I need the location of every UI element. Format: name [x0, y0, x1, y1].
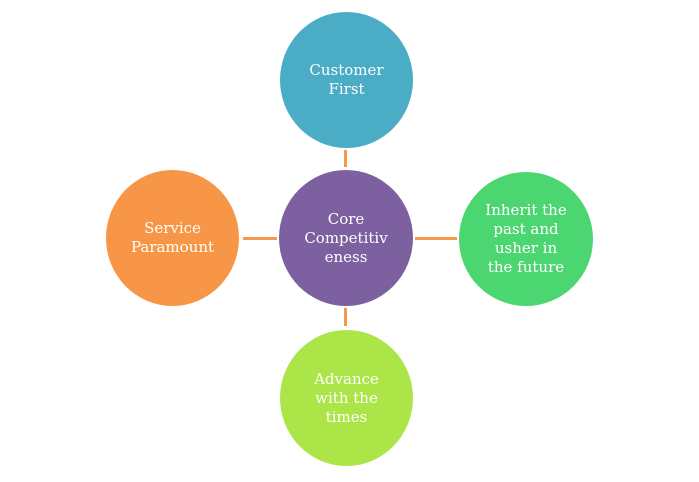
connector-left: [243, 237, 277, 240]
node-label-line: Service: [144, 219, 201, 237]
node-label-line: usher in: [494, 239, 558, 257]
node-label-line: Customer: [309, 61, 384, 79]
node-inherit-the-past: Inherit the past and usher in the future: [459, 172, 593, 306]
node-label-line: with the: [315, 388, 378, 407]
node-label-line: Inherit the: [485, 201, 567, 219]
connector-right: [415, 237, 457, 240]
node-label-line: Paramount: [130, 238, 215, 256]
connector-top: [344, 150, 347, 167]
node-label-line: Competitiv: [304, 228, 388, 247]
node-customer-first: Customer First: [280, 12, 413, 148]
node-label-line: past and: [493, 220, 559, 238]
node-label-line: times: [325, 407, 368, 426]
node-label-line: eness: [324, 247, 368, 266]
node-label-line: Advance: [314, 369, 379, 388]
node-label-line: First: [328, 80, 365, 98]
node-label-line: Core: [327, 209, 365, 228]
connector-bottom: [344, 308, 347, 326]
node-advance-with-the-times: Advance with the times: [280, 330, 413, 466]
node-label-line: the future: [487, 258, 565, 276]
node-core-competitiveness: Core Competitiv eness: [279, 170, 413, 306]
node-service-paramount: Service Paramount: [106, 170, 239, 306]
